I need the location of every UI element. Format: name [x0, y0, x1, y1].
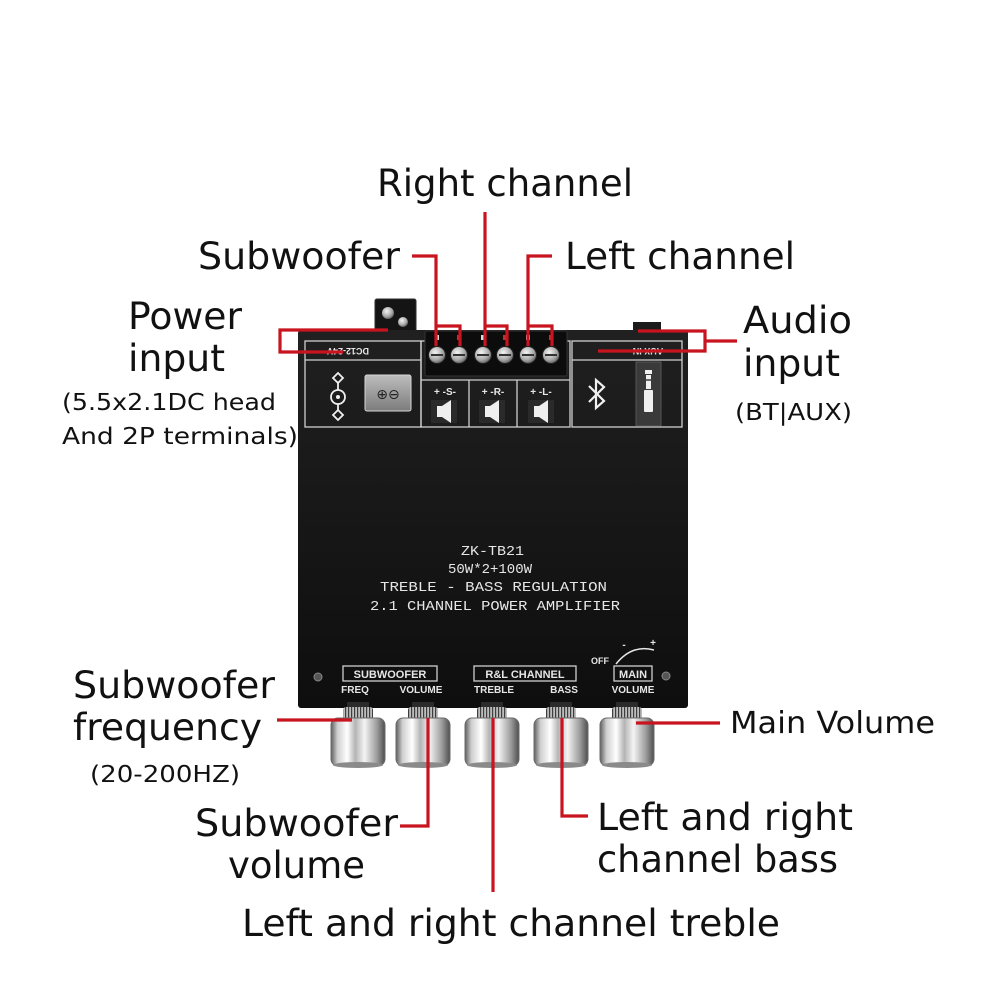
subwoofer-volume-label-line2: volume: [228, 844, 365, 887]
callout-lines: [277, 212, 737, 892]
channel-bass-label-line2: channel bass: [597, 838, 838, 881]
volume-minus-label: -: [622, 640, 625, 651]
main-volume-knob: [599, 702, 655, 768]
power-input-label-line1: Power: [128, 295, 243, 338]
left-terminal-label: + -L-: [530, 387, 551, 398]
rl-channel-group-label: R&L CHANNEL: [485, 669, 565, 681]
main-group-label: MAIN: [619, 669, 647, 681]
callout-line-left-channel: [526, 254, 554, 346]
callout-line-right-channel: [483, 212, 509, 346]
subwoofer-frequency-label-line2: frequency: [73, 706, 262, 749]
channel-treble-label: Left and right channel treble: [242, 902, 780, 945]
speaker-icon: [431, 400, 457, 423]
audio-input-label-line1: Audio: [743, 299, 852, 342]
subwoofer-volume-knob: [395, 702, 451, 768]
subwoofer-group-label: SUBWOOFER: [354, 669, 427, 681]
speaker-terminal-screw: [474, 335, 492, 364]
model-name: ZK-TB21: [461, 544, 524, 560]
power-terminal-block-top: [374, 298, 417, 334]
mounting-screw: [313, 672, 323, 682]
terminal-block-icon: ⊕⊖: [364, 374, 412, 412]
right-terminal-label: + -R-: [482, 387, 505, 398]
subwoofer-frequency-note: (20-200HZ): [90, 762, 240, 788]
callout-line-bass: [560, 718, 588, 818]
power-input-note-line2: And 2P terminals): [62, 424, 298, 450]
terminal-screw: [398, 317, 408, 327]
main-volume-label: VOLUME: [612, 685, 655, 696]
subwoofer-frequency-label-line1: Subwoofer: [73, 664, 276, 707]
callout-line-audio-input: [598, 329, 737, 353]
speaker-terminal-screw: [496, 335, 514, 364]
callout-line-subwoofer-volume: [400, 718, 430, 828]
subwoofer-volume-label-line1: Subwoofer: [195, 802, 399, 845]
dc-jack-icon: [330, 371, 346, 422]
subwoofer-frequency-knob: [330, 702, 386, 768]
mounting-screw: [661, 671, 671, 681]
subwoofer-output-label: Subwoofer: [198, 235, 401, 278]
subwoofer-volume-label: VOLUME: [400, 685, 443, 696]
audio-input-note: (BT|AUX): [735, 400, 852, 426]
subwoofer-freq-label: FREQ: [341, 685, 369, 696]
callout-line-subwoofer-output: [412, 254, 462, 346]
power-voltage-label: DC12-24V: [327, 346, 369, 356]
subwoofer-terminal-label: + -S-: [434, 387, 456, 398]
amplifier-board: DC12-24V ⊕⊖: [298, 298, 688, 708]
subwoofer-group-box: [342, 665, 438, 682]
channel-bass-label-line1: Left and right: [597, 796, 853, 839]
volume-arc: [615, 647, 655, 665]
callout-line-power-input: [278, 328, 388, 354]
speaker-terminal-block: [424, 330, 568, 377]
speaker-icon: [528, 400, 554, 423]
off-label: OFF: [591, 656, 609, 666]
power-input-note-line1: (5.5x2.1DC head: [62, 390, 276, 416]
terminal-screw: [382, 307, 394, 319]
board-body: [298, 330, 688, 708]
bluetooth-icon: [588, 377, 606, 411]
description-line: 2.1 CHANNEL POWER AMPLIFIER: [370, 599, 621, 615]
audio-input-label-line2: input: [743, 342, 840, 385]
aux-jack-icon: [635, 361, 662, 427]
power-rating: 50W*2+100W: [448, 562, 533, 578]
terminal-polarity-label: ⊕⊖: [376, 387, 399, 403]
main-volume-callout: Main Volume: [730, 706, 935, 741]
left-channel-label: Left channel: [565, 235, 795, 278]
feature-line: TREBLE - BASS REGULATION: [380, 580, 607, 596]
right-channel-label: Right channel: [377, 162, 633, 205]
speaker-icon: [479, 400, 505, 423]
volume-plus-label: +: [650, 638, 656, 649]
bass-label: BASS: [550, 685, 578, 696]
main-group-box: [613, 665, 653, 682]
power-input-label-line2: input: [128, 337, 225, 380]
audio-section-frame: [571, 340, 683, 428]
treble-label: TREBLE: [474, 685, 514, 696]
rl-channel-group-box: [473, 665, 577, 682]
